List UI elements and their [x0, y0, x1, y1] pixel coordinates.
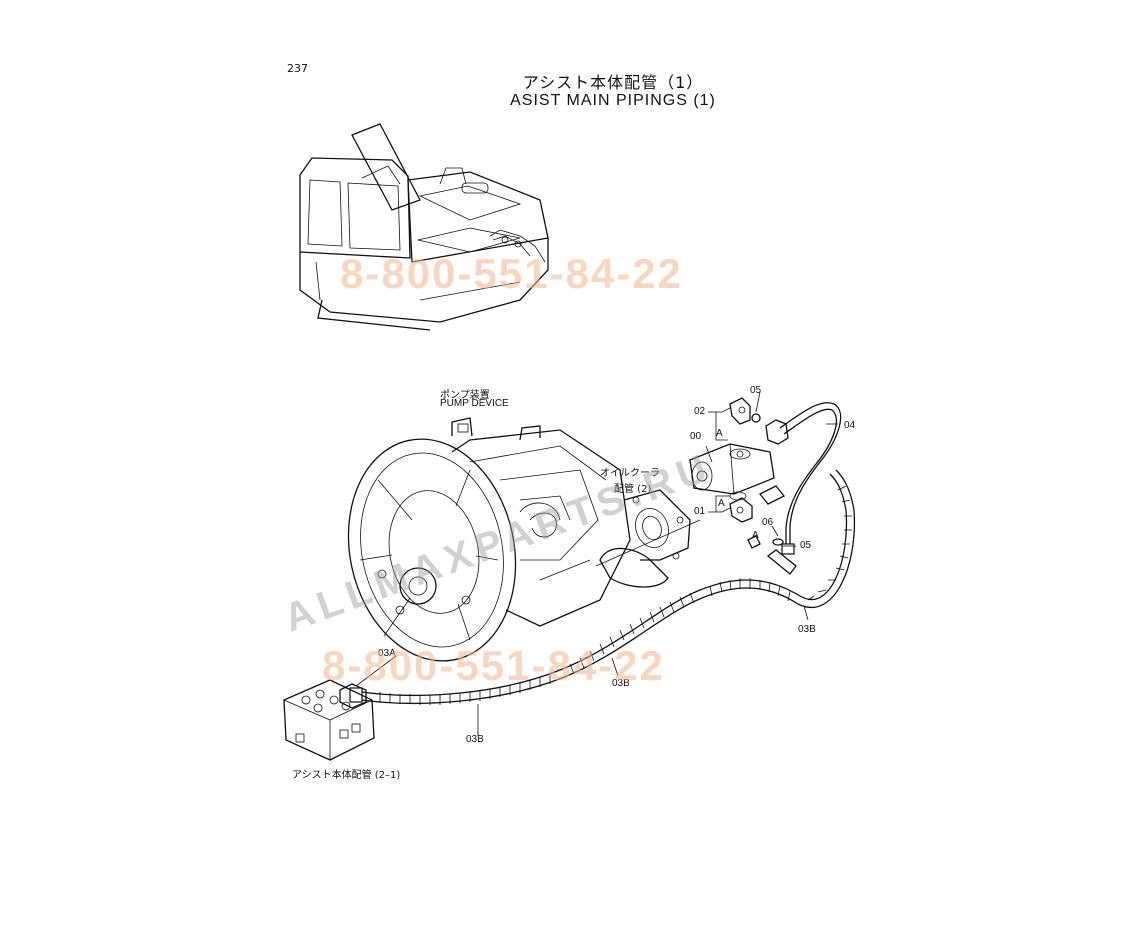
oil-cooler-sub-label: 配管 (2) [614, 484, 652, 495]
pump-device-label-jp: ポンプ装置 [440, 390, 490, 401]
control-valve-drawing [283, 679, 375, 761]
oil-cooler-label-jp: オイルクーラ [600, 468, 660, 479]
pump-device-drawing [347, 417, 631, 662]
watermark-phone-bottom: 8-800-551-84-22 [322, 642, 665, 689]
part-number-02: 02 [694, 406, 706, 417]
reference-assist-piping-label: アシスト本体配管 (2–1) [292, 770, 401, 781]
part-number-05-right: 05 [800, 540, 812, 551]
excavator-overview-drawing [299, 123, 549, 331]
detail-a-mid: A [752, 530, 759, 541]
part-number-06: 06 [762, 517, 774, 528]
hose-03b-drawing [339, 469, 856, 709]
detail-a-bottom: A [718, 498, 725, 509]
leader-lines [355, 391, 838, 736]
fittings-drawing [729, 397, 797, 575]
gear-pump-drawing [689, 419, 789, 501]
part-number-03B-bottom: 03B [466, 734, 484, 745]
part-number-03B-middle: 03B [612, 678, 630, 689]
page-title-japanese: アシスト本体配管（1） [522, 73, 704, 92]
part-number-04: 04 [844, 420, 856, 431]
detail-a-top: A [716, 428, 723, 439]
page-number: 237 [287, 62, 308, 75]
part-number-01: 01 [694, 506, 706, 517]
part-number-05-top: 05 [750, 385, 762, 396]
part-number-00: 00 [690, 431, 702, 442]
page-title-english: ASIST MAIN PIPINGS (1) [510, 92, 716, 109]
watermark-phone-top: 8-800-551-84-22 [340, 250, 683, 297]
part-number-03A: 03A [378, 648, 396, 659]
part-number-03B-right: 03B [798, 624, 816, 635]
pump-device-label-en: PUMP DEVICE [440, 398, 509, 409]
oil-cooler-elbow-drawing [595, 489, 701, 588]
hose-04-drawing [779, 402, 842, 555]
